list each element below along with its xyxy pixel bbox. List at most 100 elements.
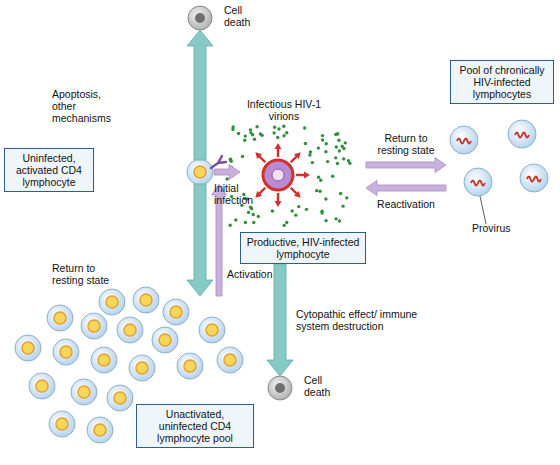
- virion-label: Infectious HIV-1 virions: [244, 98, 324, 122]
- virion-cloud: [225, 125, 351, 227]
- edge-label: Reactivation: [368, 198, 444, 210]
- virion: [250, 207, 253, 210]
- virion: [334, 133, 337, 136]
- cell-pool-box: Unactivated, uninfected CD4 lymphocyte p…: [14, 296, 258, 460]
- virion: [318, 190, 321, 193]
- node-text: Productive, HIV-infected lymphocyte: [245, 236, 361, 260]
- virion: [339, 192, 342, 195]
- virion: [338, 219, 341, 222]
- virion: [253, 138, 256, 141]
- node-text: Uninfected, activated CD4 lymphocyte: [9, 152, 89, 188]
- virion: [260, 134, 263, 137]
- cell-state-box: Uninfected, activated CD4 lymphocyte: [4, 160, 214, 184]
- transition-arrow: [267, 264, 293, 376]
- release-arrow: [290, 187, 301, 198]
- virion: [347, 159, 350, 162]
- box-outline: Productive, HIV-infected lymphocyte: [240, 232, 366, 264]
- chronic-cell: [508, 120, 536, 148]
- edge-label: Cytopathic effect/ immune system destruc…: [296, 308, 426, 332]
- virion: [282, 134, 285, 137]
- box-outline: Pool of chronically HIV-infected lymphoc…: [450, 60, 554, 104]
- part-label: Provirus: [472, 222, 532, 234]
- node-text: Unactivated, uninfected CD4 lymphocyte p…: [141, 408, 249, 444]
- virion: [340, 145, 343, 148]
- dead-cell: [188, 6, 212, 30]
- virion: [290, 209, 293, 212]
- virion: [309, 150, 312, 153]
- virion: [231, 128, 234, 131]
- virion: [331, 175, 334, 178]
- virion: [247, 211, 250, 214]
- resting-cell: [129, 355, 155, 381]
- edge-label: Return to resting state: [52, 262, 124, 286]
- resting-cell: [99, 289, 125, 315]
- virion: [277, 127, 280, 130]
- virion: [228, 224, 231, 227]
- virion: [321, 138, 324, 141]
- virion: [249, 128, 252, 131]
- virion-release: [255, 143, 310, 207]
- virion: [249, 131, 252, 134]
- virion: [244, 134, 247, 137]
- virion: [308, 153, 311, 156]
- resting-cell: [163, 299, 189, 325]
- virion: [252, 213, 255, 216]
- virion: [338, 149, 341, 152]
- side-text-holder: Cell death: [224, 4, 264, 28]
- virion: [345, 196, 348, 199]
- node-text: Cell death: [224, 4, 264, 28]
- virion: [283, 224, 286, 227]
- infected-cell: [263, 160, 293, 190]
- flow-arrow: [214, 165, 240, 180]
- box-outline: Unactivated, uninfected CD4 lymphocyte p…: [136, 404, 254, 448]
- resting-cell: [107, 385, 133, 411]
- virion: [305, 208, 308, 211]
- release-arrow: [275, 143, 282, 157]
- resting-cell: [49, 411, 75, 437]
- virion: [294, 213, 297, 216]
- virion: [344, 141, 347, 144]
- edge-label: Initial infection: [214, 182, 264, 206]
- resting-cell: [117, 317, 143, 343]
- virion: [243, 139, 246, 142]
- virion: [334, 217, 337, 220]
- cell-state-box: Productive, HIV-infected lymphocyte: [240, 160, 366, 264]
- resting-cell: [29, 373, 55, 399]
- virion: [320, 210, 323, 213]
- virion: [304, 142, 307, 145]
- virion: [273, 125, 276, 128]
- leader-line: [480, 196, 486, 224]
- virion: [303, 126, 306, 129]
- cell-pool-box: Pool of chronically HIV-infected lymphoc…: [446, 60, 556, 210]
- transition-arrow: [187, 184, 213, 296]
- virion: [285, 221, 288, 224]
- resting-cell: [217, 347, 243, 373]
- box-outline: Uninfected, activated CD4 lymphocyte: [4, 148, 94, 192]
- cd4-receptor: [211, 156, 226, 168]
- resting-cell: [87, 417, 113, 443]
- chronic-cell: [520, 164, 548, 192]
- virion: [335, 145, 338, 148]
- transition-arrow: [187, 30, 213, 160]
- virion: [315, 189, 318, 192]
- node-text: Cell death: [304, 374, 344, 398]
- release-arrow: [296, 172, 310, 179]
- resting-cell: [177, 353, 203, 379]
- node-text: Pool of chronically HIV-infected lymphoc…: [455, 64, 549, 100]
- virion: [297, 205, 300, 208]
- edge-label: Apoptosis, other mechanisms: [52, 88, 124, 124]
- chronic-cell: [464, 168, 492, 196]
- virion: [244, 221, 247, 224]
- virion: [255, 125, 258, 128]
- virion: [252, 221, 255, 224]
- virion: [225, 177, 228, 180]
- virion: [317, 146, 320, 149]
- virion: [257, 215, 260, 218]
- virion: [276, 136, 279, 139]
- virion: [324, 219, 327, 222]
- virion: [324, 150, 327, 153]
- virion: [272, 131, 275, 134]
- virion: [326, 160, 329, 163]
- edge-label: Return to resting state: [370, 132, 442, 156]
